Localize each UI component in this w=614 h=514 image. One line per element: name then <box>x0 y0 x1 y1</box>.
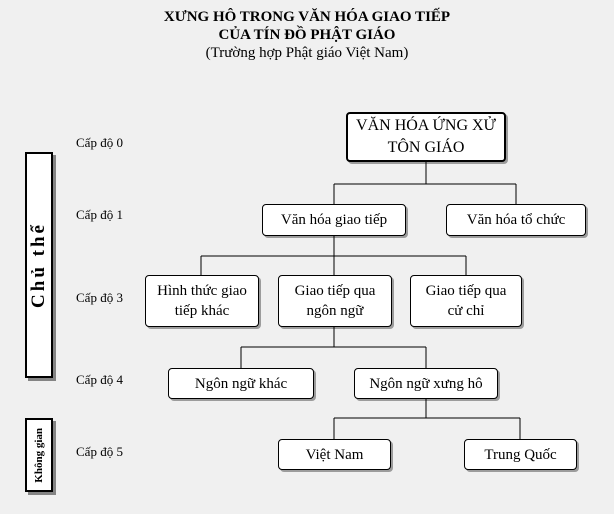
subject-side-label: Chủ thể <box>28 222 49 308</box>
level-label-5: Cấp độ 5 <box>76 444 123 459</box>
level-label-1: Cấp độ 1 <box>76 207 123 222</box>
node-communication-label: Văn hóa giao tiếp <box>280 212 388 228</box>
level-label-0: Cấp độ 0 <box>76 135 123 150</box>
subject-side-box: Chủ thể <box>25 152 53 378</box>
node-root: VĂN HÓA ỨNG XỬ TÔN GIÁO <box>346 112 506 162</box>
node-via-language: Giao tiếp qua ngôn ngữ <box>278 275 392 327</box>
space-side-label: Không gian <box>33 427 45 483</box>
node-other-language: Ngôn ngữ khác <box>168 368 314 399</box>
title-line-2: CỦA TÍN ĐỒ PHẬT GIÁO <box>218 27 396 43</box>
node-organization: Văn hóa tổ chức <box>446 204 586 236</box>
node-other-forms: Hình thức giao tiếp khác <box>145 275 259 327</box>
node-other-forms-label: Hình thức giao tiếp khác <box>157 283 247 319</box>
node-via-language-label: Giao tiếp qua ngôn ngữ <box>294 283 376 319</box>
node-address-language: Ngôn ngữ xưng hô <box>354 368 498 399</box>
diagram-title: XƯNG HÔ TRONG VĂN HÓA GIAO TIẾP CỦA TÍN … <box>0 8 614 62</box>
node-root-label: VĂN HÓA ỨNG XỬ TÔN GIÁO <box>356 117 496 156</box>
node-via-gesture: Giao tiếp qua cử chỉ <box>410 275 522 327</box>
node-vietnam-label: Việt Nam <box>305 446 364 463</box>
node-address-language-label: Ngôn ngữ xưng hô <box>369 375 483 392</box>
title-line-1: XƯNG HÔ TRONG VĂN HÓA GIAO TIẾP <box>163 9 451 25</box>
title-subtitle: (Trường hợp Phật giáo Việt Nam) <box>205 45 409 61</box>
node-organization-label: Văn hóa tổ chức <box>466 212 566 228</box>
node-china: Trung Quốc <box>464 439 577 470</box>
level-label-4: Cấp độ 4 <box>76 372 123 387</box>
node-via-gesture-label: Giao tiếp qua cử chỉ <box>425 283 507 319</box>
space-side-box: Không gian <box>25 418 53 492</box>
level-label-3: Cấp độ 3 <box>76 290 123 305</box>
node-vietnam: Việt Nam <box>278 439 391 470</box>
node-china-label: Trung Quốc <box>484 446 557 463</box>
node-communication: Văn hóa giao tiếp <box>262 204 406 236</box>
node-other-language-label: Ngôn ngữ khác <box>194 375 288 392</box>
